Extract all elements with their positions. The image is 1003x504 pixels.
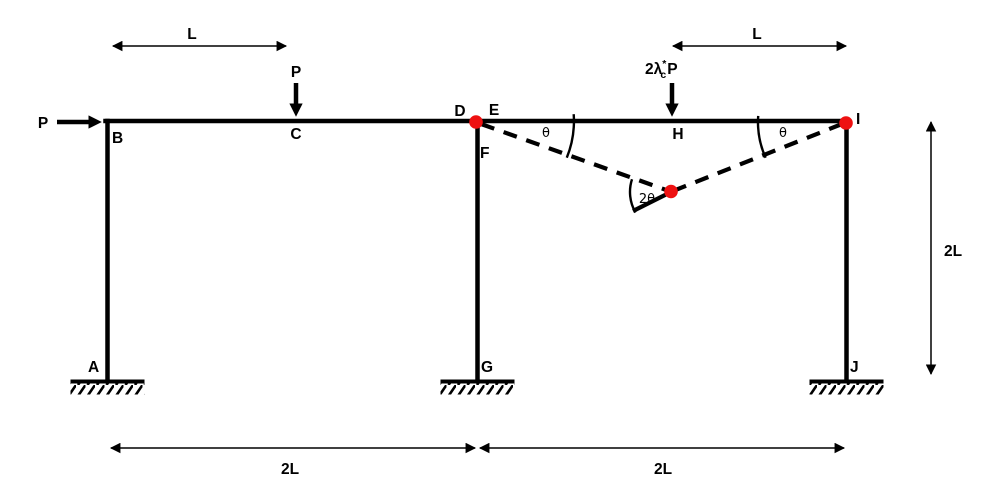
node-label-B: B <box>112 130 123 147</box>
hatch-area-icon <box>809 383 884 395</box>
load-label-left-P: P <box>38 115 48 132</box>
hatch-area-icon <box>70 383 145 395</box>
dim-label-top-left-L: L <box>187 26 196 43</box>
dim-label-top-right-L: L <box>752 26 761 43</box>
load-label-right: 2λ*cP <box>645 58 678 81</box>
mechanism-tangent-segment <box>632 190 672 213</box>
node-label-E: E <box>489 102 499 119</box>
theta-left-arc-icon <box>565 114 576 159</box>
plastic-hinge-mid <box>664 184 678 199</box>
node-label-I: I <box>856 111 860 128</box>
plastic-hinge-I <box>839 116 853 130</box>
mechanism-lines <box>480 122 843 213</box>
load-arrows <box>57 83 679 129</box>
labels: P B L P C D E F θ 2λ*cP H L θ I 2θ 2L A … <box>38 26 962 478</box>
support-J <box>809 379 884 395</box>
angle-label-two-theta: 2θ <box>639 192 655 207</box>
angle-label-theta-right: θ <box>779 126 787 141</box>
two-theta-arc-icon <box>628 178 637 214</box>
node-label-G: G <box>481 359 493 376</box>
node-label-H: H <box>672 126 683 143</box>
node-label-D: D <box>454 103 465 120</box>
theta-right-arc-icon <box>756 115 767 159</box>
dim-label-right-2L: 2L <box>944 243 962 260</box>
dim-label-bottom-right-2L: 2L <box>654 461 672 478</box>
mechanism-chord-left <box>480 122 670 193</box>
load-label-mid-P: P <box>291 64 301 81</box>
node-label-J: J <box>850 359 859 376</box>
support-A <box>70 379 145 395</box>
plastic-hinges <box>469 115 853 199</box>
support-G <box>440 379 515 395</box>
dimension-lines <box>109 40 937 454</box>
mechanism-chord-right <box>672 122 843 193</box>
dim-label-bottom-left-2L: 2L <box>281 461 299 478</box>
frame-members <box>103 118 851 384</box>
fixed-supports <box>70 379 884 395</box>
node-label-F: F <box>480 145 489 162</box>
plastic-hinge-D <box>469 115 483 129</box>
angle-label-theta-left: θ <box>542 126 550 141</box>
node-label-C: C <box>290 126 301 143</box>
hatch-area-icon <box>440 383 515 395</box>
angle-arcs <box>565 114 767 214</box>
node-label-A: A <box>88 359 99 376</box>
